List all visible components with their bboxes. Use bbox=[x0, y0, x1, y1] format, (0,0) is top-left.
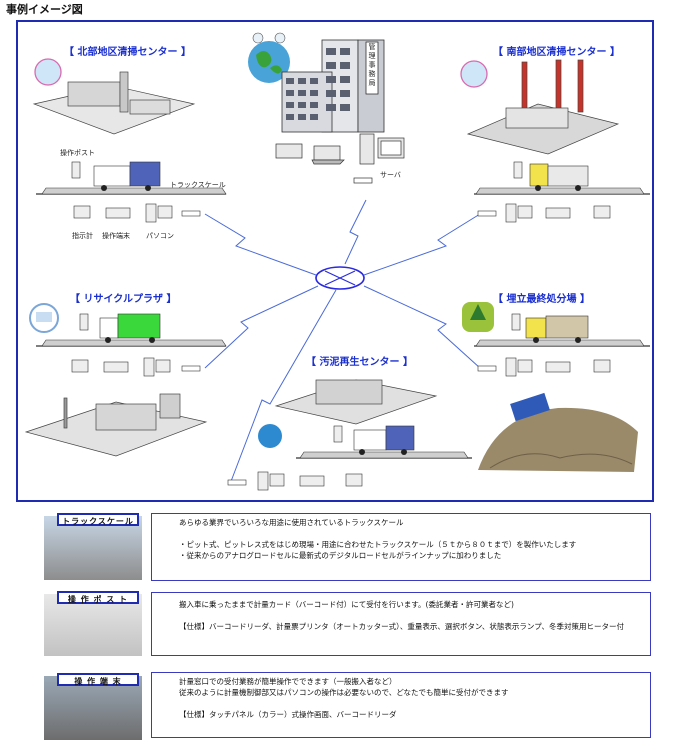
info-line bbox=[179, 698, 650, 709]
landfill-devices bbox=[477, 357, 611, 377]
info-line: ・従来からのアナログロードセルに最新式のデジタルロードセルがラインナップに加わり… bbox=[179, 551, 502, 560]
south-truck-scale-icon bbox=[474, 161, 650, 195]
info-line bbox=[179, 610, 650, 621]
landfill-site-icon bbox=[478, 392, 638, 472]
truck-scale-photo bbox=[44, 516, 142, 580]
south-devices bbox=[477, 203, 611, 223]
network-links bbox=[204, 199, 481, 485]
terminal-label: 操作端末 bbox=[102, 232, 130, 240]
info-line: ・ピット式、ピットレス式をはじめ現場・用途に合わせたトラックスケール（５ｔから８… bbox=[179, 540, 577, 549]
info-line: 【仕様】バーコードリーダ、計量票プリンタ（オートカッター式）、重量表示、選択ボタ… bbox=[179, 622, 624, 631]
south-center-building-icon bbox=[466, 59, 620, 155]
operation-terminal-photo bbox=[44, 676, 142, 740]
north-recycle-logo-icon bbox=[34, 58, 62, 86]
operation-post-label: 操作ポスト bbox=[60, 149, 95, 157]
operation-post-info-box: 搬入車に乗ったままで計量カード（バーコード付）にて受付を行います。(委託業者・許… bbox=[151, 592, 651, 656]
operation-terminal-section-label: 操 作 端 末 bbox=[57, 673, 139, 686]
truck-scale-section-label: トラックスケール bbox=[57, 513, 139, 526]
truck-scale-label: トラックスケール bbox=[170, 181, 226, 189]
server-label: サーバ bbox=[380, 171, 401, 179]
sludge-center-title: 【 汚泥再生センター 】 bbox=[306, 357, 413, 368]
operation-post-photo bbox=[44, 594, 142, 656]
network-diagram bbox=[24, 32, 650, 491]
operation-terminal-info-box: 計量窓口での受付業務が簡単操作でできます（一般搬入者など） 従来のように計量機制… bbox=[151, 672, 651, 738]
network-diagram-frame bbox=[16, 20, 654, 502]
page-title: 事例イメージ図 bbox=[6, 3, 83, 16]
hq-building-icon bbox=[281, 39, 385, 133]
info-line: あらゆる業界でいろいろな用途に使用されているトラックスケール bbox=[179, 518, 404, 527]
truck-scale-info-box: あらゆる業界でいろいろな用途に使用されているトラックスケール ・ピット式、ピット… bbox=[151, 513, 651, 581]
north-truck-scale-icon bbox=[36, 161, 227, 195]
link-sludge bbox=[229, 289, 337, 485]
landfill-title: 【 埋立最終処分場 】 bbox=[493, 294, 590, 305]
sludge-center-building-icon bbox=[274, 379, 438, 425]
indicator-label: 指示計 bbox=[72, 232, 93, 240]
north-center-title: 【 北部地区清掃センター 】 bbox=[64, 47, 191, 58]
info-line: 【仕様】タッチパネル（カラー）式操作画面、バーコードリーダ bbox=[179, 710, 397, 719]
recycle-devices bbox=[71, 357, 201, 377]
sludge-center-logo-icon bbox=[258, 424, 282, 448]
north-devices bbox=[73, 203, 201, 223]
recycle-plaza-logo-icon bbox=[29, 303, 59, 333]
operation-post-section-label: 操 作 ポ ス ト bbox=[57, 591, 139, 604]
hq-sign: 管理事務局 bbox=[368, 43, 376, 87]
link-landfill bbox=[363, 285, 481, 369]
link-north bbox=[204, 213, 317, 276]
earth-logo-icon bbox=[248, 32, 290, 83]
info-line: 従来のように計量機制御部又はパソコンの操作は必要ないので、どなたでも簡単に受付が… bbox=[179, 688, 509, 697]
landfill-logo-icon bbox=[462, 302, 494, 332]
link-south bbox=[363, 213, 481, 276]
south-recycle-logo-icon bbox=[460, 60, 488, 88]
north-center-building-icon bbox=[32, 71, 196, 135]
sludge-devices bbox=[227, 471, 363, 491]
recycle-plaza-title: 【 リサイクルプラザ 】 bbox=[70, 294, 177, 305]
recycle-truck-scale-icon bbox=[36, 313, 227, 347]
info-line: 搬入車に乗ったままで計量カード（バーコード付）にて受付を行います。(委託業者・許… bbox=[179, 600, 514, 609]
hq-office-equipment bbox=[275, 133, 405, 184]
south-center-title: 【 南部地区清掃センター 】 bbox=[493, 47, 620, 58]
link-hq bbox=[344, 199, 367, 265]
pc-label: パソコン bbox=[146, 232, 174, 240]
sludge-truck-scale-icon bbox=[296, 425, 472, 459]
landfill-truck-scale-icon bbox=[474, 313, 650, 347]
network-hub-icon bbox=[315, 266, 365, 290]
link-recycle bbox=[204, 285, 319, 369]
info-line bbox=[179, 528, 650, 539]
recycle-plaza-building-icon bbox=[24, 393, 208, 457]
info-line: 計量窓口での受付業務が簡単操作でできます（一般搬入者など） bbox=[179, 677, 397, 686]
